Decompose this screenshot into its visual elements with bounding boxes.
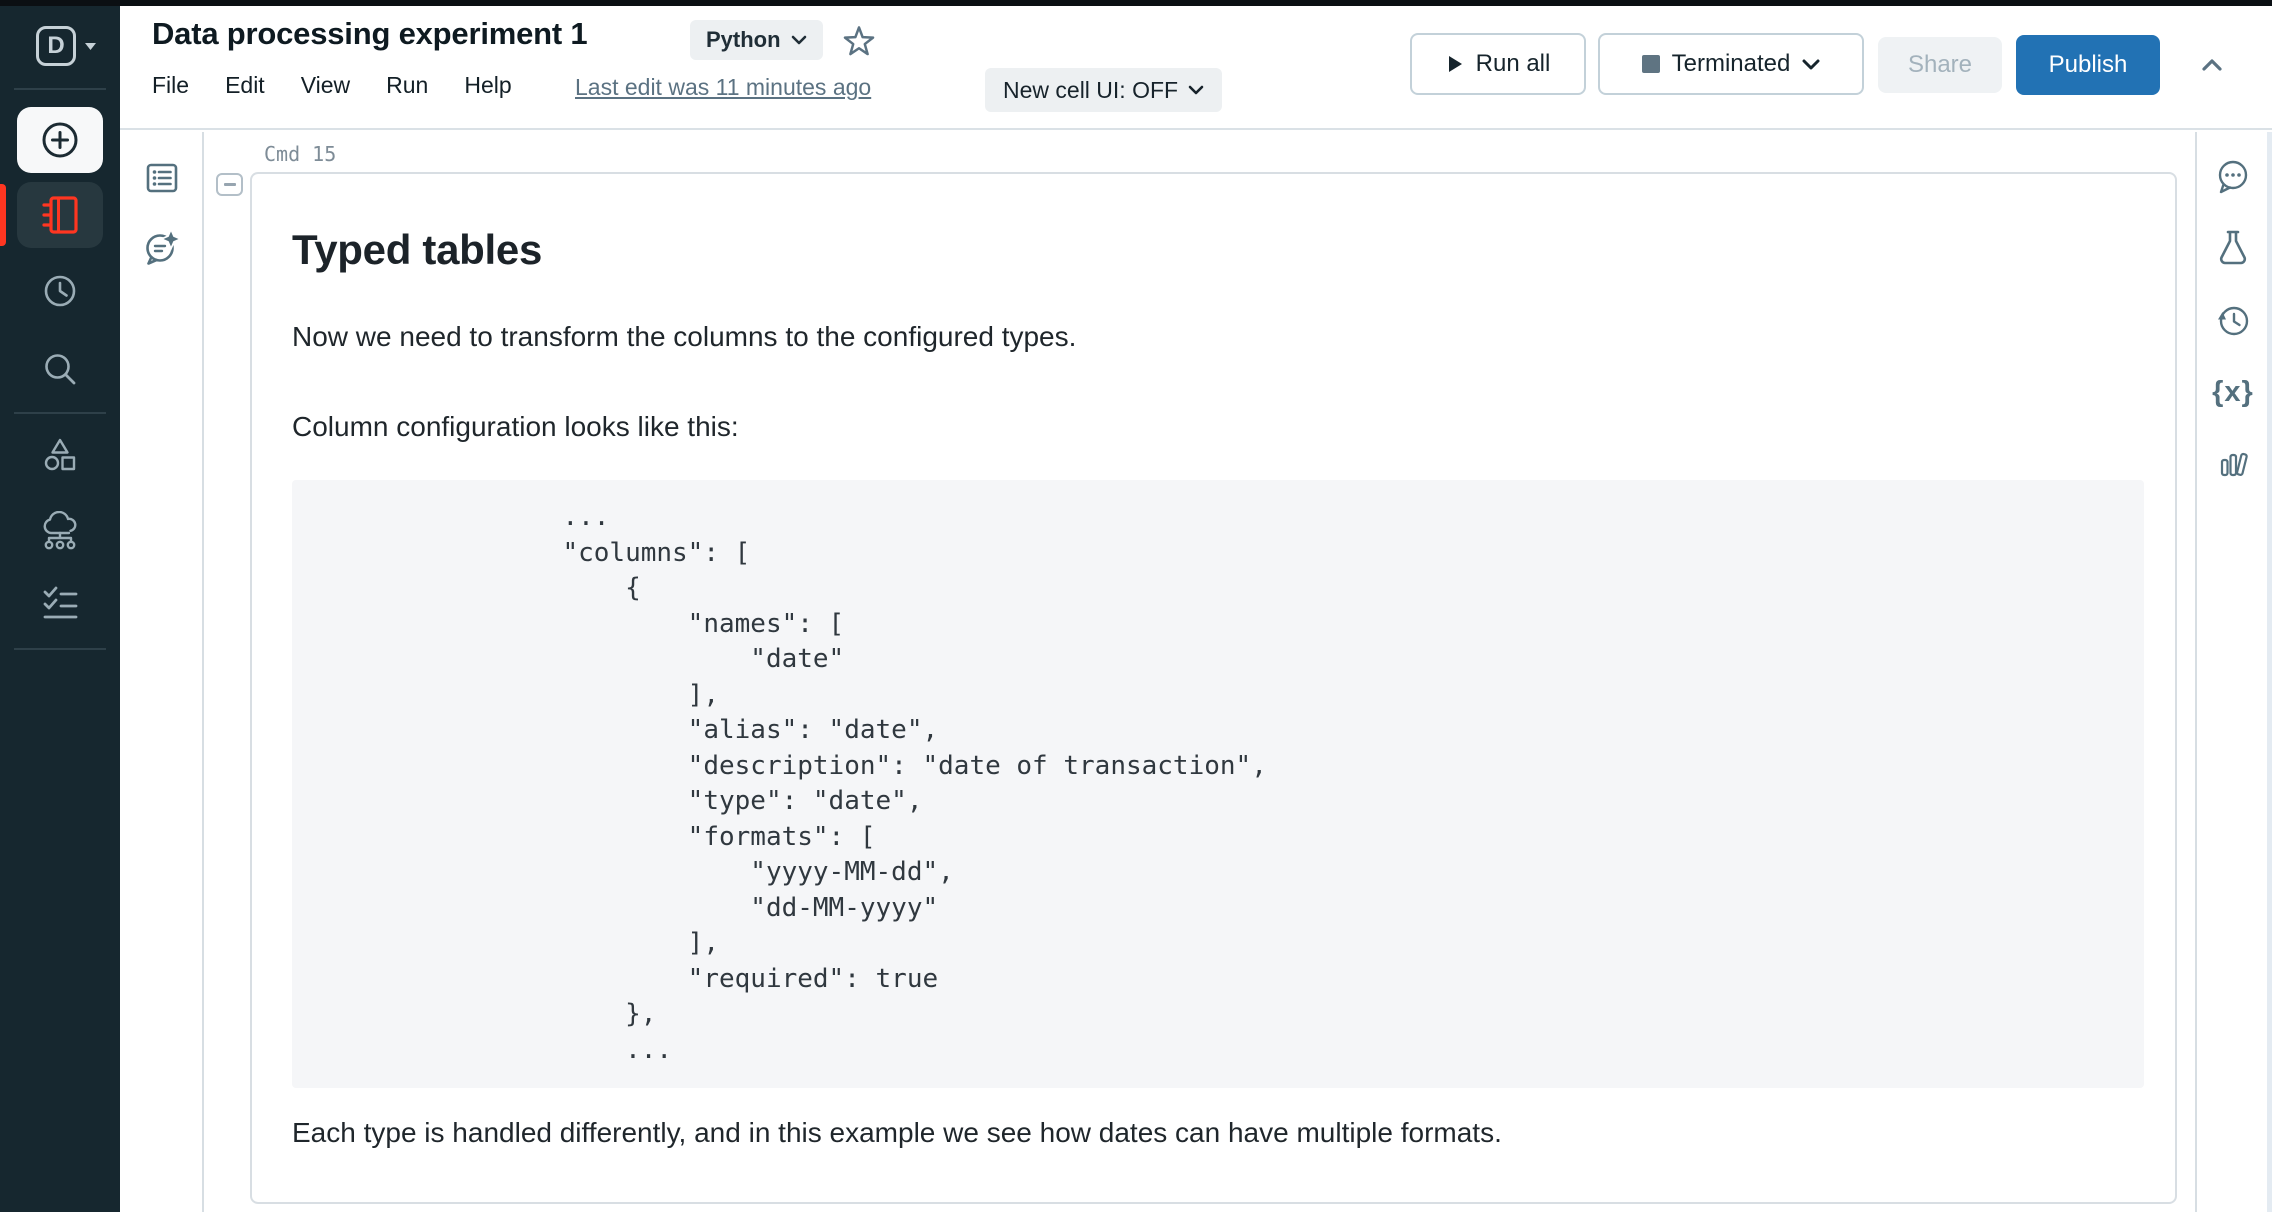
menu-bar: File Edit View Run Help — [152, 72, 512, 99]
sidebar-item-search[interactable] — [0, 346, 120, 392]
share-label: Share — [1907, 51, 1973, 78]
menu-file[interactable]: File — [152, 72, 190, 98]
assistant-button[interactable] — [120, 224, 204, 272]
sidebar-item-tasks[interactable] — [0, 580, 120, 626]
menu-edit[interactable]: Edit — [225, 72, 265, 98]
play-icon — [1446, 54, 1464, 74]
scrollbar-track[interactable] — [2267, 132, 2272, 1212]
window-top-edge — [0, 0, 2272, 6]
comment-bubble-icon — [2214, 158, 2252, 198]
notebook-header: Data processing experiment 1 Python File… — [120, 0, 2272, 130]
notebook-gutter — [120, 132, 204, 1212]
chevron-up-icon — [2201, 58, 2223, 72]
sidebar-divider — [14, 648, 106, 650]
libraries-button[interactable] — [2197, 438, 2269, 490]
comments-button[interactable] — [2197, 152, 2269, 204]
cell-heading: Typed tables — [292, 226, 543, 273]
language-label: Python — [706, 27, 781, 52]
menu-run[interactable]: Run — [386, 72, 429, 98]
cell-paragraph: Each type is handled differently, and in… — [292, 1117, 1502, 1148]
chevron-down-icon — [791, 35, 807, 45]
new-button[interactable] — [17, 107, 103, 173]
version-history-button[interactable] — [2197, 294, 2269, 346]
chevron-down-icon — [1188, 85, 1204, 95]
notebook-canvas: Cmd 15 Typed tables Now we need to trans… — [204, 132, 2195, 1212]
databricks-logo: D — [36, 26, 76, 66]
sidebar-divider — [14, 88, 106, 90]
checklist-icon — [40, 584, 80, 622]
history-clock-icon — [2214, 301, 2252, 339]
sidebar-item-compute[interactable] — [0, 508, 120, 554]
publish-label: Publish — [2048, 51, 2128, 78]
collapse-cell-button[interactable] — [216, 173, 243, 196]
cell-number-label: Cmd 15 — [264, 142, 337, 166]
publish-button[interactable]: Publish — [2016, 35, 2160, 95]
sidebar-item-notebook[interactable] — [17, 182, 103, 248]
collapse-toolbar-button[interactable] — [2192, 48, 2232, 82]
language-selector[interactable]: Python — [690, 20, 823, 60]
app-sidebar: D — [0, 0, 120, 1212]
clock-icon — [41, 272, 79, 310]
logo-letter: D — [47, 32, 65, 59]
cloud-nodes-icon — [39, 511, 81, 551]
page-title: Data processing experiment 1 — [152, 16, 588, 51]
notebook-icon — [40, 194, 80, 236]
flask-icon — [2215, 229, 2251, 267]
sidebar-divider — [14, 412, 106, 414]
cluster-status-button[interactable]: Terminated — [1598, 33, 1864, 95]
sidebar-item-experiments[interactable] — [0, 432, 120, 478]
toc-icon — [145, 162, 179, 194]
minus-icon — [223, 183, 236, 186]
menu-view[interactable]: View — [300, 72, 351, 98]
last-edit-link[interactable]: Last edit was 11 minutes ago — [575, 74, 872, 100]
new-cell-ui-label: New cell UI: OFF — [1003, 76, 1179, 103]
assistant-sparkle-icon — [142, 228, 182, 268]
share-button[interactable]: Share — [1878, 37, 2002, 93]
chevron-down-icon — [1802, 59, 1820, 70]
workspace-switcher[interactable]: D — [36, 26, 97, 66]
menu-help[interactable]: Help — [464, 72, 512, 98]
new-cell-ui-toggle[interactable]: New cell UI: OFF — [985, 68, 1223, 112]
table-of-contents-button[interactable] — [120, 154, 204, 202]
braces-x-icon: {x} — [2212, 375, 2254, 408]
variables-button[interactable]: {x} — [2197, 366, 2269, 418]
cell-paragraph: Column configuration looks like this: — [292, 411, 739, 442]
experiments-button[interactable] — [2197, 222, 2269, 274]
run-all-button[interactable]: Run all — [1410, 33, 1586, 95]
run-all-label: Run all — [1475, 50, 1551, 77]
favorite-star-icon[interactable] — [842, 24, 876, 58]
code-block: ... "columns": [ { "names": [ "date" ], … — [292, 480, 2144, 1088]
markdown-cell[interactable]: Typed tables Now we need to transform th… — [250, 172, 2177, 1204]
cell-paragraph: Now we need to transform the columns to … — [292, 321, 1077, 352]
active-indicator — [0, 184, 6, 246]
plus-circle-icon — [37, 117, 83, 163]
cluster-status-label: Terminated — [1671, 50, 1791, 77]
caret-down-icon — [84, 42, 97, 51]
stop-square-icon — [1641, 55, 1660, 73]
leaning-bars-icon — [2215, 446, 2251, 482]
sidebar-item-recents[interactable] — [0, 268, 120, 314]
right-tool-rail: {x} — [2195, 132, 2272, 1212]
shapes-icon — [40, 435, 80, 475]
search-icon — [41, 350, 79, 388]
